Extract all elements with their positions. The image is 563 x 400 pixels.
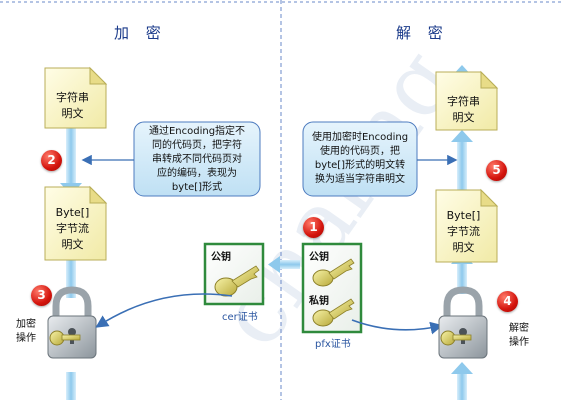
decrypt-bytes-doc-label: Byte[] 字节流 明文	[446, 209, 481, 254]
step-4-badge: 4	[497, 291, 518, 312]
step-2-badge: 2	[41, 150, 62, 171]
padlock-icon	[438, 286, 488, 359]
document-icon	[435, 70, 499, 131]
encrypt-bytes-doc-label: Byte[] 字节流 明文	[55, 206, 90, 251]
key-icon	[214, 265, 260, 297]
decrypt-string-doc-label: 字符串 明文	[447, 95, 480, 124]
pfx-private-key-label: 私钥	[309, 296, 329, 307]
document-icon	[435, 188, 499, 263]
cer-caption: cer证书	[222, 312, 258, 323]
decoding-callout	[302, 121, 418, 197]
arrow-icon	[95, 293, 233, 328]
key-icon	[312, 258, 355, 287]
pfx-caption: pfx证书	[315, 339, 351, 350]
encrypt-string-doc-label: 字符串 明文	[56, 91, 89, 120]
arrow-icon	[351, 319, 444, 335]
encoding-callout	[133, 121, 261, 197]
padlock-icon	[47, 286, 97, 359]
document-icon	[44, 185, 108, 261]
decrypt-operation-label: 解密 操作	[509, 323, 529, 348]
encrypt-title: 加 密	[114, 24, 167, 42]
encrypt-operation-label: 加密 操作	[16, 319, 36, 344]
document-icon	[44, 66, 108, 129]
key-icon	[312, 298, 355, 327]
encoding-callout-text: 通过Encoding指定不 同的代码页，把字符 串转成不同代码页对 应的编码，表…	[148, 126, 246, 193]
step-5-badge: 5	[486, 160, 507, 181]
decoding-callout-text: 使用加密时Encoding 使用的代码页，把 byte[]形式的明文转 换为适当…	[311, 132, 409, 185]
decrypt-title: 解 密	[396, 24, 449, 42]
cer-public-key-label: 公钥	[211, 252, 231, 263]
key-icon	[440, 330, 472, 346]
step-3-badge: 3	[31, 285, 52, 306]
key-icon	[49, 330, 81, 346]
pfx-public-key-label: 公钥	[309, 252, 329, 263]
step-1-badge: 1	[303, 217, 324, 238]
encrypt-flow-arrows	[60, 127, 82, 400]
arrow-icon	[268, 256, 300, 273]
